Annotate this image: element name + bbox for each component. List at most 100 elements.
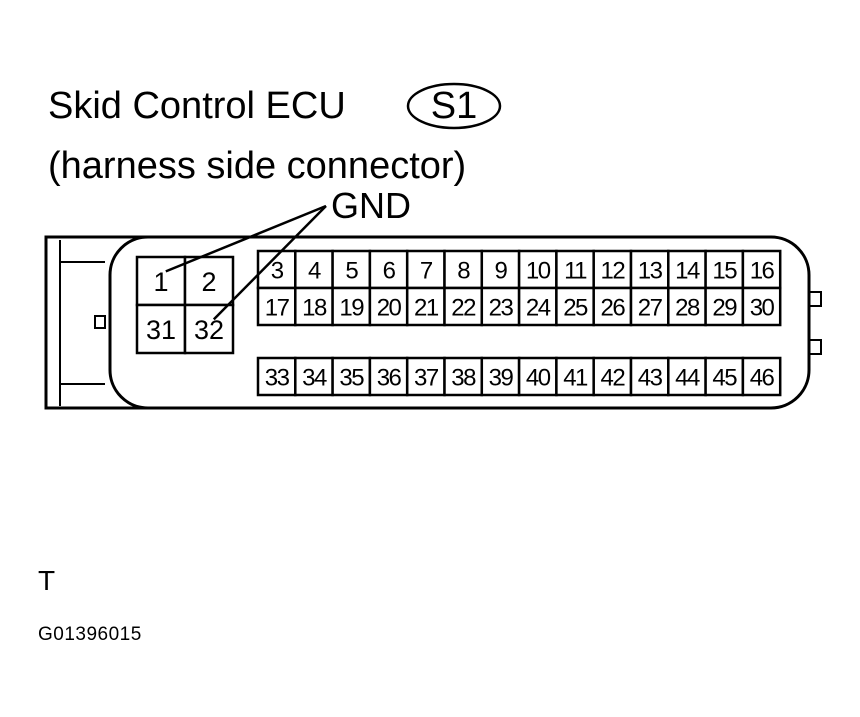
pin-cell [294, 286, 334, 327]
pin-27: 27 [629, 286, 670, 327]
pin-number: 46 [750, 365, 775, 392]
pin-13: 13 [629, 249, 670, 290]
pin-32: 32 [183, 303, 235, 355]
pin-35: 35 [331, 356, 372, 397]
pin-number: 24 [526, 295, 551, 322]
pin-25: 25 [555, 286, 595, 327]
pin-cell [741, 249, 782, 290]
gnd-leader-lines [165, 204, 327, 321]
pin-number: 6 [383, 258, 396, 285]
pin-number: 10 [526, 258, 551, 285]
connector-code-oval [406, 82, 502, 130]
pin-number: 3 [271, 258, 284, 285]
pin-number: 44 [675, 365, 700, 392]
pin-24: 24 [517, 286, 558, 327]
gnd-leader-to-pin-1 [165, 204, 327, 273]
pin-number: 2 [201, 267, 216, 297]
pin-17: 17 [256, 286, 297, 327]
pin-number: 25 [563, 295, 588, 322]
pin-cell [741, 286, 782, 327]
pin-31: 31 [135, 303, 187, 355]
pin-number: 40 [526, 365, 551, 392]
pin-40: 40 [517, 356, 558, 397]
figure-id: G01396015 [38, 624, 142, 645]
pin-16: 16 [741, 249, 782, 290]
pin-cell [480, 249, 521, 290]
pin-30: 30 [741, 286, 782, 327]
connector-housing [44, 235, 822, 410]
pin-26: 26 [592, 286, 633, 327]
pin-number: 4 [308, 258, 321, 285]
pin-number: 39 [489, 365, 514, 392]
pin-number: 41 [563, 365, 588, 392]
pin-number: 45 [712, 365, 737, 392]
pin-15: 15 [704, 249, 745, 290]
pin-number: 20 [377, 295, 402, 322]
pin-8: 8 [443, 249, 484, 290]
pin-1: 1 [135, 255, 187, 307]
pin-number: 22 [451, 295, 476, 322]
pin-cell [368, 286, 409, 327]
component-title: Skid Control ECU [48, 85, 346, 127]
pin-37: 37 [405, 356, 446, 397]
pin-number: 19 [339, 295, 364, 322]
pin-number: 43 [638, 365, 663, 392]
pin-cell [405, 356, 446, 397]
pin-39: 39 [480, 356, 521, 397]
pin-cell [480, 286, 521, 327]
pin-number: 1 [153, 267, 168, 297]
pin-21: 21 [405, 286, 446, 327]
pin-2: 2 [183, 255, 235, 307]
connector-code: S1 [430, 85, 478, 127]
pin-number: 33 [265, 365, 290, 392]
pin-38: 38 [443, 356, 484, 397]
pin-number: 30 [750, 295, 775, 322]
pin-cell [256, 356, 297, 397]
pin-number: 32 [194, 315, 224, 345]
pin-cell [443, 286, 484, 327]
pin-cell [629, 356, 670, 397]
pin-number: 28 [675, 295, 700, 322]
pin-cell [741, 356, 782, 397]
connector-side-label: (harness side connector) [48, 145, 467, 187]
pin-19: 19 [331, 286, 372, 327]
gnd-leader-to-pin-32 [212, 205, 327, 321]
pin-cell [592, 356, 633, 397]
pin-number: 29 [712, 295, 737, 322]
pin-14: 14 [667, 249, 707, 290]
pin-cell [480, 356, 521, 397]
pin-number: 34 [302, 365, 327, 392]
pin-cell [517, 356, 558, 397]
pin-cell [183, 255, 235, 307]
connector-right-tab-lower [808, 339, 822, 355]
pin-cell [294, 249, 334, 290]
pin-6: 6 [368, 249, 409, 290]
pin-number: 38 [451, 365, 476, 392]
view-label: T [38, 565, 56, 596]
pin-cell [183, 303, 235, 355]
pin-cell [667, 356, 707, 397]
pin-number: 15 [712, 258, 737, 285]
housing-left-tab [94, 315, 106, 329]
pin-number: 14 [675, 258, 700, 285]
pin-46: 46 [741, 356, 782, 397]
pin-44: 44 [667, 356, 707, 397]
pin-20: 20 [368, 286, 409, 327]
pin-number: 16 [750, 258, 775, 285]
pin-22: 22 [443, 286, 484, 327]
pin-number: 42 [600, 365, 625, 392]
pin-number: 12 [600, 258, 625, 285]
pin-10: 10 [517, 249, 558, 290]
pin-12: 12 [592, 249, 633, 290]
pin-41: 41 [555, 356, 595, 397]
pin-number: 21 [414, 295, 439, 322]
pin-cell [517, 249, 558, 290]
pin-number: 36 [377, 365, 402, 392]
pin-number: 18 [302, 295, 327, 322]
pin-number: 8 [457, 258, 470, 285]
pin-number: 35 [339, 365, 364, 392]
pin-29: 29 [704, 286, 745, 327]
housing-outline [44, 235, 160, 410]
